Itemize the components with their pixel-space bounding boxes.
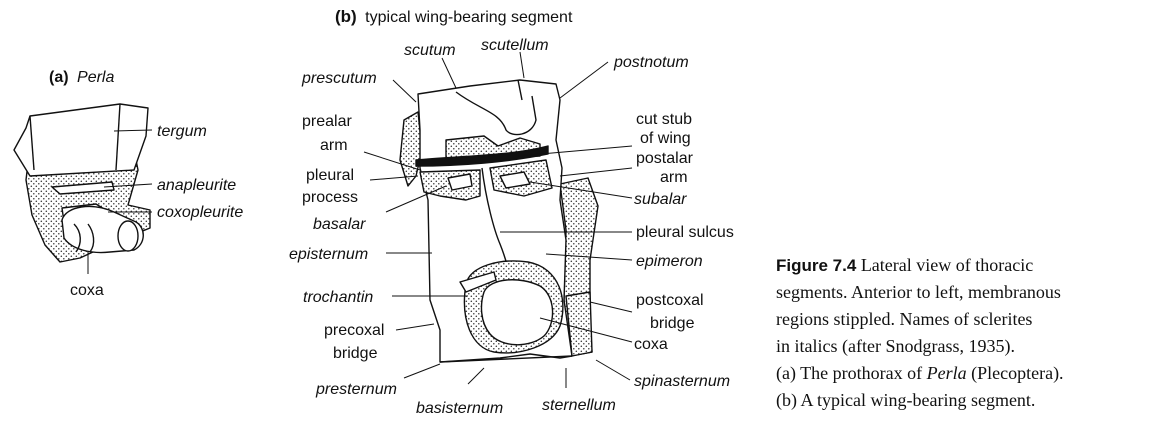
caption-line-2: segments. Anterior to left, membranous bbox=[776, 282, 1061, 302]
label-episternum: episternum bbox=[289, 246, 368, 263]
label-precoxal-line2: bridge bbox=[333, 345, 378, 362]
label-tergum: tergum bbox=[157, 123, 207, 140]
caption-text-5a: (a) The prothorax of bbox=[776, 363, 927, 383]
label-prealar-line2: arm bbox=[320, 137, 348, 154]
label-cut-stub-line2: of wing bbox=[640, 130, 691, 147]
label-postcoxal-line2: bridge bbox=[650, 315, 695, 332]
caption-taxon: Perla bbox=[926, 363, 967, 383]
caption-line-4: in italics (after Snodgrass, 1935). bbox=[776, 336, 1015, 356]
panel-a-heading: (a) Perla bbox=[49, 69, 114, 86]
postcoxal-bridge-shape bbox=[565, 291, 593, 357]
label-postalar-line1: postalar bbox=[636, 150, 694, 167]
label-scutum: scutum bbox=[404, 42, 456, 59]
label-scutellum: scutellum bbox=[481, 37, 549, 54]
tergum-plate bbox=[13, 103, 149, 177]
trochantin-sclerite bbox=[459, 271, 497, 293]
coxa-a-end bbox=[117, 220, 139, 252]
label-postalar-line2: arm bbox=[660, 169, 688, 186]
label-epimeron: epimeron bbox=[636, 253, 703, 270]
label-postcoxal-line1: postcoxal bbox=[636, 292, 704, 309]
caption-line-1: Figure 7.4 Lateral view of thoracic bbox=[776, 252, 1156, 279]
label-cut-stub-line1: cut stub bbox=[636, 111, 692, 128]
label-anapleurite: anapleurite bbox=[157, 177, 236, 194]
figure-number: Figure 7.4 bbox=[776, 256, 857, 275]
basalar-sclerite bbox=[447, 173, 473, 191]
caption-line-6: (b) A typical wing-bearing segment. bbox=[776, 390, 1036, 410]
caption-text-5b: (Plecoptera). bbox=[966, 363, 1064, 383]
label-spinasternum: spinasternum bbox=[634, 373, 730, 390]
panel-a-leaders bbox=[87, 129, 153, 274]
label-basalar: basalar bbox=[313, 216, 366, 233]
label-pleural-process-line1: pleural bbox=[306, 167, 354, 184]
label-coxa-a: coxa bbox=[70, 282, 104, 299]
caption-line-5: (a) The prothorax of Perla (Plecoptera). bbox=[776, 360, 1156, 387]
label-postnotum: postnotum bbox=[613, 54, 689, 71]
label-prescutum: prescutum bbox=[301, 70, 377, 87]
label-precoxal-line1: precoxal bbox=[324, 322, 384, 339]
panel-b-leaders bbox=[363, 51, 633, 388]
wing-stub bbox=[415, 145, 549, 167]
label-coxopleurite: coxopleurite bbox=[157, 204, 243, 221]
sternal-bottom bbox=[439, 353, 573, 363]
coxa-b-shape bbox=[480, 279, 554, 346]
label-basisternum: basisternum bbox=[416, 400, 503, 417]
label-trochantin: trochantin bbox=[303, 289, 373, 306]
anapleurite-sclerite bbox=[51, 181, 115, 195]
label-sternellum: sternellum bbox=[542, 397, 616, 414]
label-subalar: subalar bbox=[634, 191, 687, 208]
figure-caption: Figure 7.4 Lateral view of thoracic segm… bbox=[776, 252, 1156, 414]
caption-line-3: regions stippled. Names of sclerites bbox=[776, 309, 1033, 329]
caption-text-1: Lateral view of thoracic bbox=[860, 255, 1034, 275]
panel-b-drawing bbox=[399, 79, 599, 363]
label-pleural-sulcus: pleural sulcus bbox=[636, 224, 734, 241]
subalar-sclerite bbox=[499, 171, 531, 189]
panel-a-drawing bbox=[13, 103, 151, 263]
label-pleural-process-line2: process bbox=[302, 189, 358, 206]
prescutum-membrane bbox=[399, 111, 423, 187]
panel-b-heading: (b) typical wing-bearing segment bbox=[335, 7, 573, 26]
label-presternum: presternum bbox=[315, 381, 397, 398]
label-prealar-line1: prealar bbox=[302, 113, 352, 130]
label-coxa-b: coxa bbox=[634, 336, 668, 353]
